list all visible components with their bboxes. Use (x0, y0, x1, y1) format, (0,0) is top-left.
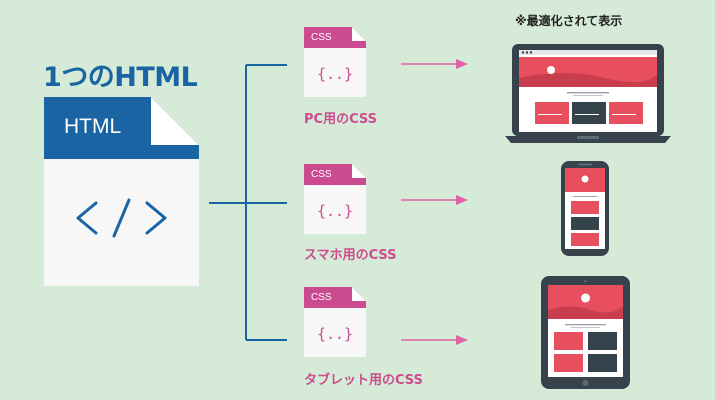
svg-text:{..}: {..} (317, 65, 353, 83)
arrow-icon (401, 195, 468, 205)
css-file-label: CSS (311, 169, 332, 180)
svg-text:{..}: {..} (317, 325, 353, 343)
code-brackets-icon (76, 198, 167, 238)
svg-text:{..}: {..} (317, 202, 353, 220)
pc-css-caption: PC用のCSS (304, 112, 377, 127)
tree-connector (209, 64, 287, 341)
optimized-display-note: ※最適化されて表示 (515, 14, 623, 28)
html-file-label: HTML (64, 115, 122, 138)
arrow-icon (401, 335, 468, 345)
page-title: 1つのHTML (43, 62, 198, 93)
arrow-icon (401, 59, 468, 69)
css-file-label: CSS (311, 292, 332, 303)
smartphone-css-caption: スマホ用のCSS (304, 248, 397, 263)
tablet-css-caption: タブレット用のCSS (304, 373, 423, 388)
laptop-icon (505, 44, 671, 143)
css-file-label: CSS (311, 32, 332, 43)
css-file-icon: {..} (304, 164, 366, 234)
smartphone-icon (561, 161, 609, 256)
css-file-icon: {..} (304, 287, 366, 357)
css-file-icon: {..} (304, 27, 366, 97)
tablet-icon (541, 276, 630, 389)
html-file-icon (44, 97, 199, 286)
